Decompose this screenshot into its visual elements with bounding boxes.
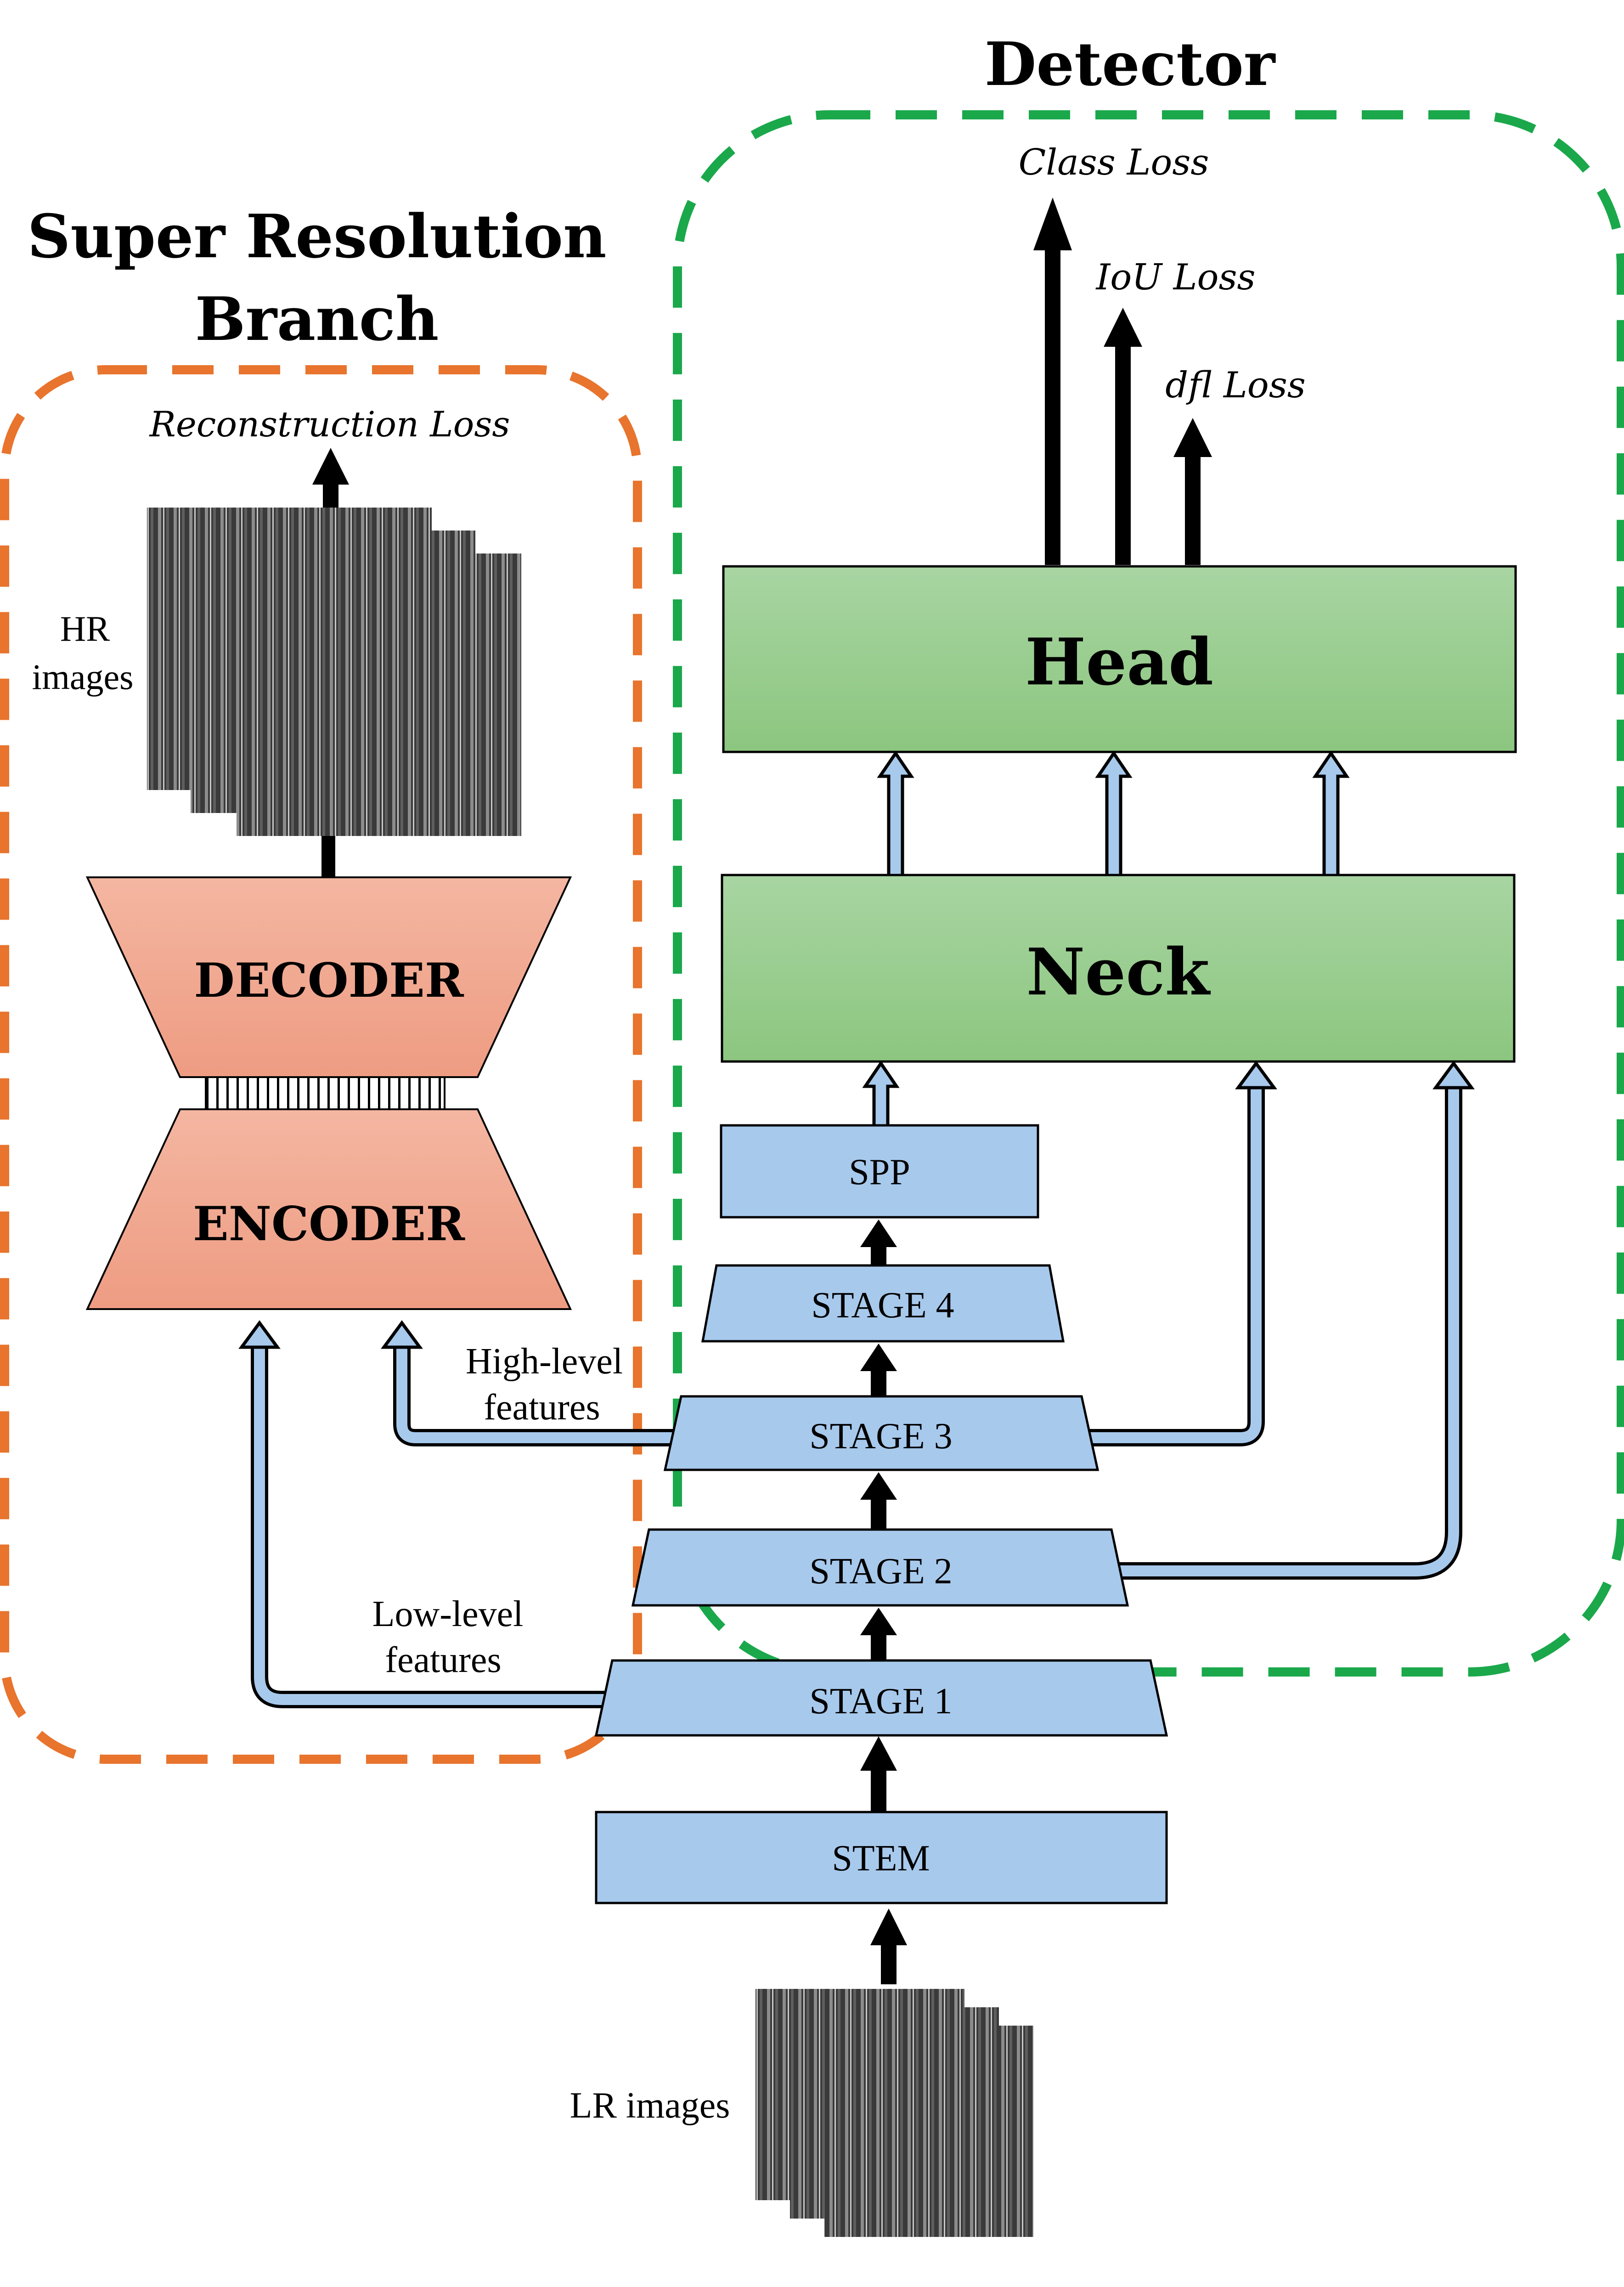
head-label: Head xyxy=(1025,625,1213,700)
stage3-to-stage4-arrow xyxy=(860,1344,897,1396)
decoder-label: DECODER xyxy=(194,953,464,1008)
lr-images-label: LR images xyxy=(570,2085,730,2126)
head-box xyxy=(722,565,1517,753)
hr-label-line2: images xyxy=(32,657,134,697)
spp-to-neck-arrow xyxy=(862,1060,900,1125)
reconstruction-loss-label: Reconstruction Loss xyxy=(149,404,510,445)
detector-title: Detector xyxy=(985,29,1276,99)
hr-images-stack xyxy=(147,508,521,836)
spp-label: SPP xyxy=(849,1152,910,1192)
stage4-box xyxy=(701,1264,1065,1343)
stage2-label: STAGE 2 xyxy=(809,1551,952,1592)
neck-to-head-arrow-middle xyxy=(1095,750,1133,875)
hr-to-decoder-connector xyxy=(321,834,335,877)
class-loss-arrow xyxy=(1033,198,1072,565)
stage3-box xyxy=(663,1395,1100,1471)
spp-box xyxy=(720,1124,1039,1219)
encoder-label: ENCODER xyxy=(193,1197,465,1252)
stem-label: STEM xyxy=(832,1838,930,1879)
low-level-label-line1: Low-level xyxy=(372,1594,524,1634)
stage2-to-neck-connector xyxy=(1118,1061,1475,1580)
stage4-to-spp-arrow xyxy=(860,1220,897,1265)
stage2-box xyxy=(631,1528,1129,1607)
iou-loss-arrow xyxy=(1104,308,1142,565)
high-level-features-connector xyxy=(381,1320,673,1446)
sr-branch-title-line2: Branch xyxy=(195,284,439,354)
stage1-label: STAGE 1 xyxy=(809,1681,952,1722)
stage3-label: STAGE 3 xyxy=(809,1416,952,1457)
neck-label: Neck xyxy=(1026,935,1211,1010)
sr-branch-title-line1: Super Resolution xyxy=(28,201,607,271)
iou-loss-label: IoU Loss xyxy=(1095,257,1255,298)
latent-bottleneck xyxy=(205,1076,445,1110)
low-level-features-connector xyxy=(238,1320,611,1708)
stage1-box xyxy=(594,1659,1168,1737)
dfl-loss-label: dfl Loss xyxy=(1165,365,1306,406)
high-level-label-line1: High-level xyxy=(466,1341,623,1382)
stage3-to-neck-connector xyxy=(1088,1061,1277,1446)
stage2-to-stage3-arrow xyxy=(860,1472,897,1530)
lr-images-stack xyxy=(756,1989,1033,2237)
class-loss-label: Class Loss xyxy=(1019,142,1209,183)
reconstruction-loss-arrow xyxy=(312,448,349,508)
decoder-box xyxy=(85,876,572,1078)
neck-box xyxy=(721,874,1516,1063)
hr-label-line1: HR xyxy=(60,609,110,649)
encoder-box xyxy=(85,1108,572,1310)
dfl-loss-arrow xyxy=(1173,418,1212,565)
high-level-label-line2: features xyxy=(484,1387,600,1428)
lr-to-stem-arrow xyxy=(870,1909,907,1984)
stage4-label: STAGE 4 xyxy=(811,1285,954,1326)
stage1-to-stage2-arrow xyxy=(860,1608,897,1660)
neck-to-head-arrow-right xyxy=(1312,750,1350,875)
low-level-label-line2: features xyxy=(385,1640,501,1680)
sr-branch-region-border xyxy=(0,365,642,1764)
neck-to-head-arrow-left xyxy=(877,750,914,875)
stem-to-stage1-arrow xyxy=(860,1736,897,1812)
stem-box xyxy=(595,1811,1168,1904)
